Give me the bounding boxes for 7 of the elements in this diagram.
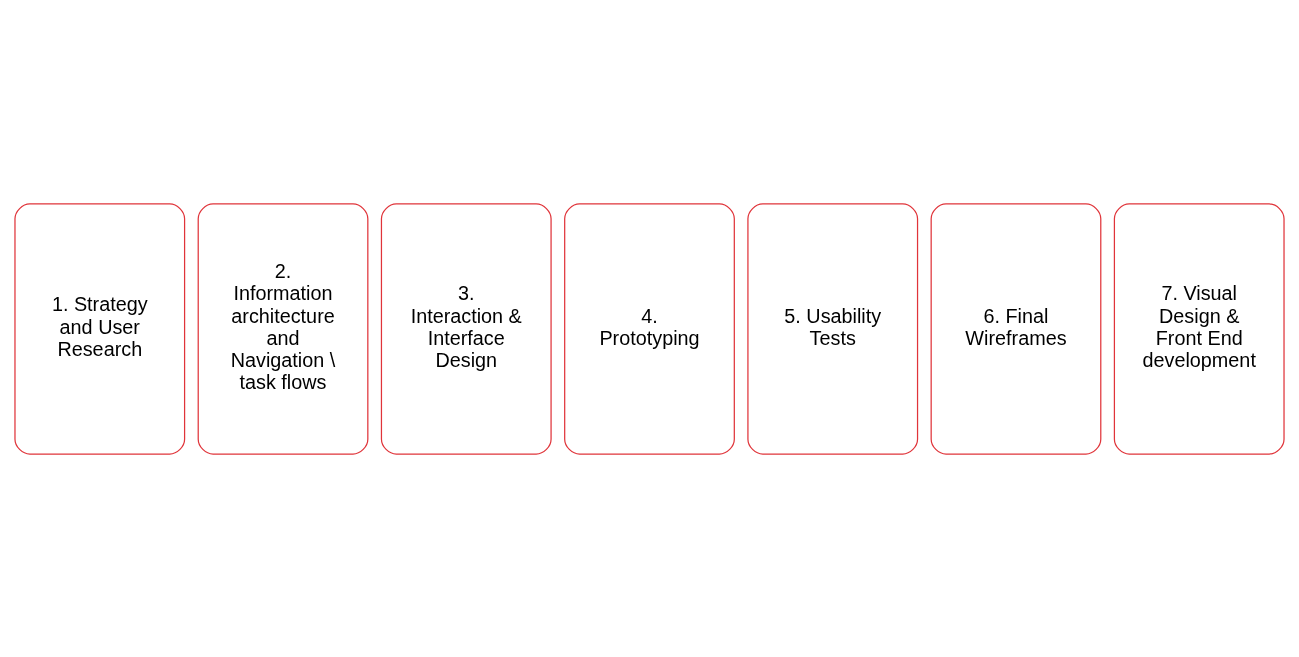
node-box: 7. Visual Design & Front End development xyxy=(1113,202,1285,455)
node-box: 5. Usability Tests xyxy=(747,202,919,455)
node-box: 1. Strategy and User Research xyxy=(14,202,186,455)
node-box: 4. Prototyping xyxy=(564,202,735,455)
node-box: 2. Information architecture and Navigation \ task flows xyxy=(197,202,369,455)
node-box: 3. Interaction & Interface Design xyxy=(380,202,552,455)
node-box: 6. Final Wireframes xyxy=(930,202,1102,455)
